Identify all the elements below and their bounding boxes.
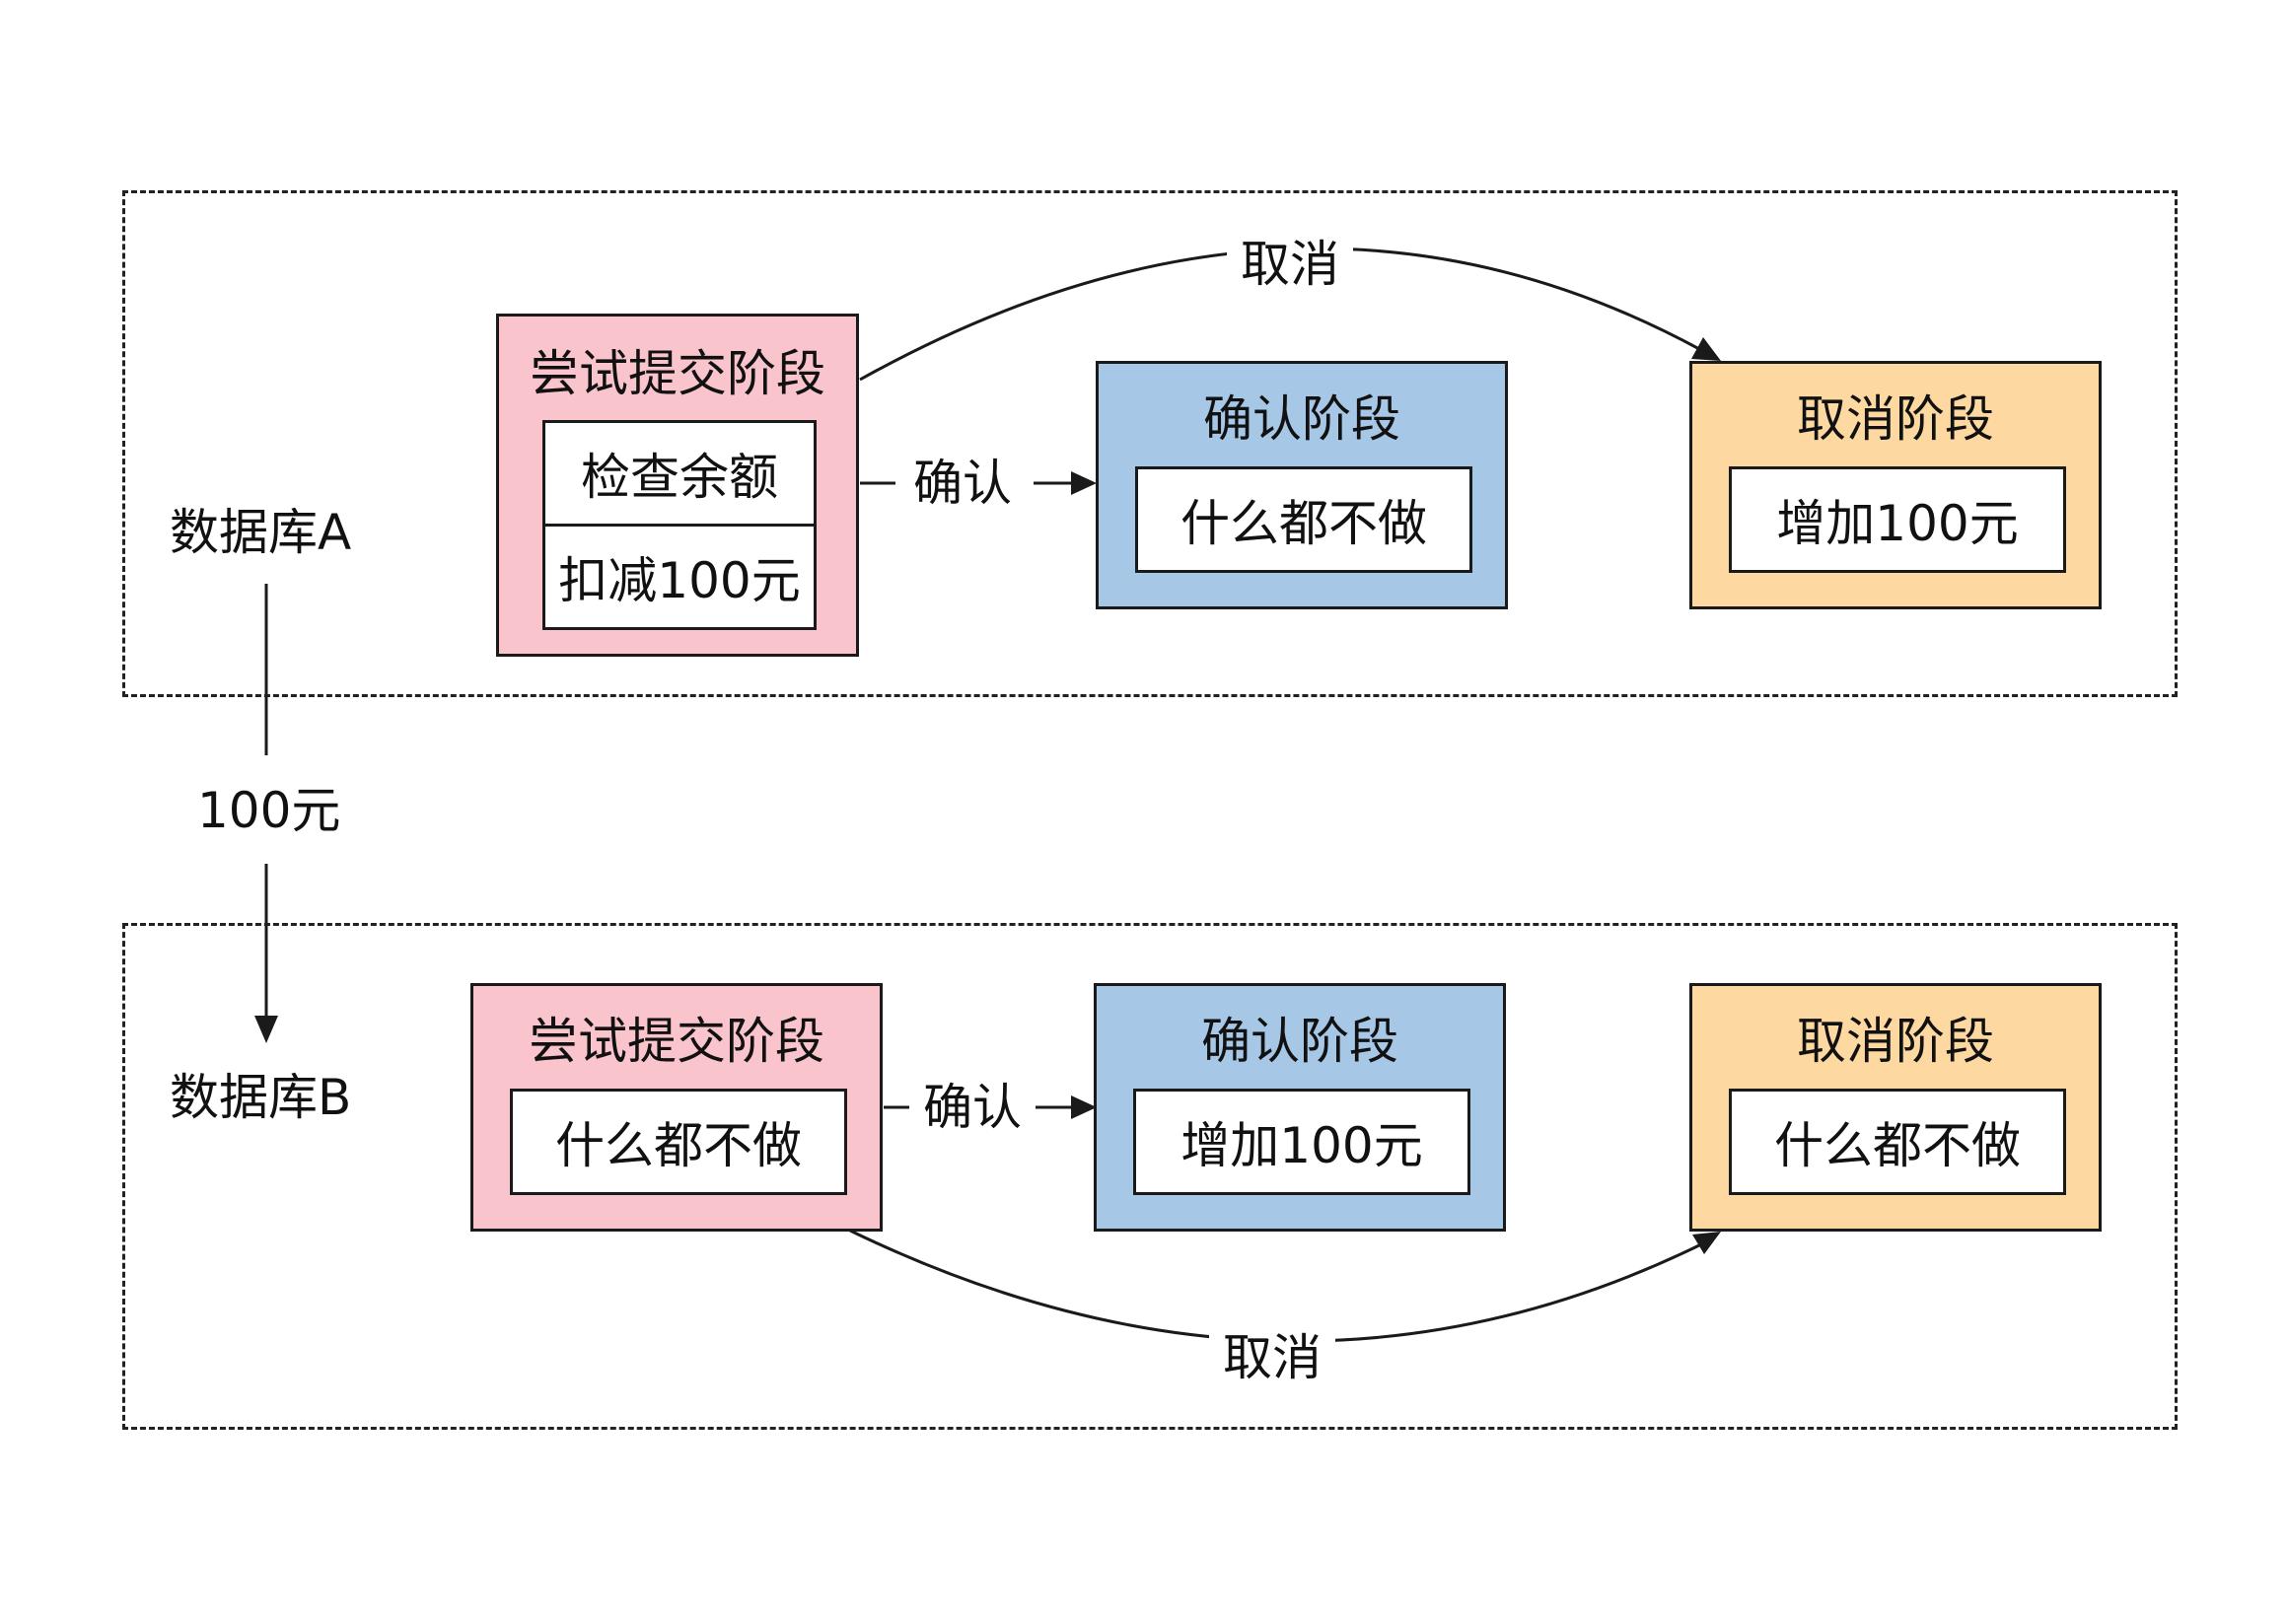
- db-b-cancel-stage-title: 取消阶段: [1797, 1013, 1994, 1070]
- db-a-try-stage-title: 尝试提交阶段: [530, 345, 825, 402]
- db-b-confirm-stage-title: 确认阶段: [1201, 1013, 1398, 1070]
- db-b-confirm-stage: 确认阶段 增加100元: [1094, 983, 1506, 1232]
- arrowhead-b-confirm: [1071, 1095, 1097, 1119]
- db-b-cancel-stage: 取消阶段 什么都不做: [1689, 983, 2102, 1232]
- db-a-cancel-action: 增加100元: [1729, 466, 2066, 573]
- db-b-cancel-action: 什么都不做: [1729, 1089, 2066, 1195]
- arrowhead-a-confirm: [1071, 471, 1097, 495]
- db-a-confirm-arrow-label: 确认: [913, 454, 1012, 513]
- db-b-try-action: 什么都不做: [510, 1089, 847, 1195]
- db-a-cancel-arrow-label: 取消: [1227, 235, 1353, 294]
- database-a-frame: [122, 190, 2178, 697]
- db-b-confirm-action: 增加100元: [1133, 1089, 1470, 1195]
- transfer-amount-label: 100元: [197, 782, 341, 839]
- db-a-confirm-stage: 确认阶段 什么都不做: [1096, 361, 1508, 609]
- db-a-cancel-stage: 取消阶段 增加100元: [1689, 361, 2102, 609]
- db-a-try-stage: 尝试提交阶段 检查余额 扣减100元: [496, 314, 859, 657]
- arrowhead-transfer: [254, 1016, 278, 1043]
- database-b-label: 数据库B: [170, 1069, 352, 1126]
- db-a-try-action-check-balance: 检查余额: [542, 420, 817, 527]
- database-b-frame: [122, 923, 2178, 1430]
- db-a-try-action-deduct: 扣减100元: [542, 524, 817, 630]
- db-b-cancel-arrow-label: 取消: [1209, 1328, 1335, 1387]
- arrowhead-a-cancel: [1691, 337, 1721, 361]
- arrowhead-b-cancel: [1692, 1232, 1721, 1254]
- db-b-try-stage: 尝试提交阶段 什么都不做: [470, 983, 883, 1232]
- database-a-label: 数据库A: [170, 504, 352, 561]
- db-a-confirm-stage-title: 确认阶段: [1203, 390, 1400, 448]
- db-b-confirm-arrow-label: 确认: [923, 1078, 1022, 1137]
- db-a-cancel-stage-title: 取消阶段: [1797, 390, 1994, 448]
- db-a-confirm-action: 什么都不做: [1135, 466, 1472, 573]
- db-b-try-stage-title: 尝试提交阶段: [529, 1013, 824, 1070]
